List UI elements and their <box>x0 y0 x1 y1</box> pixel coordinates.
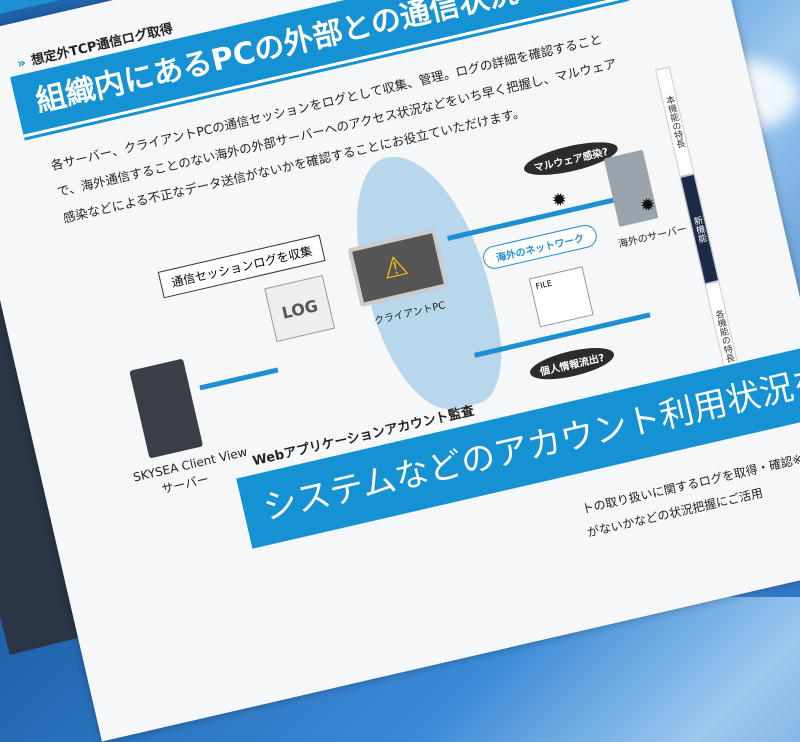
server-icon <box>129 358 204 459</box>
virus-icon: ✹ <box>638 193 658 218</box>
warning-icon: ⚠ <box>379 248 412 286</box>
leak-bubble: 個人情報流出? <box>527 341 617 386</box>
file-icon: FILE <box>528 266 594 328</box>
virus-icon: ✹ <box>549 188 570 213</box>
arrow-left-icon <box>199 367 279 391</box>
log-document-icon: LOG <box>264 274 336 343</box>
chevron-icon: » <box>15 55 28 72</box>
overseas-network-label: 海外のネットワーク <box>480 222 600 272</box>
